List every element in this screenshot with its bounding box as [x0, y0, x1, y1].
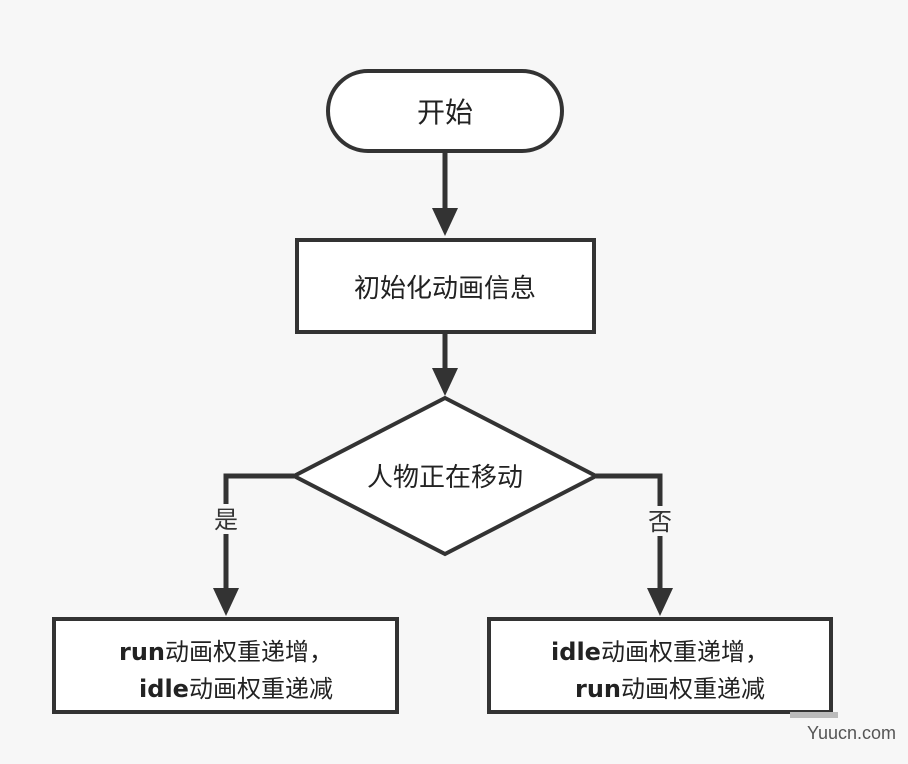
- right-line2-code: run: [575, 675, 621, 703]
- left-result-line2: idle动画权重递减: [139, 675, 333, 703]
- decision-node: [289, 395, 601, 557]
- start-node-label: 开始: [417, 96, 473, 129]
- arrowhead-init-to-decision: [432, 368, 458, 396]
- no-label-bg: [644, 506, 676, 536]
- edge-decision-to-left: [223, 473, 294, 590]
- left-line2-text: 动画权重递减: [189, 675, 333, 703]
- right-result-line2: run动画权重递减: [575, 675, 765, 703]
- init-process-node: [295, 238, 596, 334]
- right-result-node: [487, 617, 833, 714]
- decision-node-label: 人物正在移动: [367, 463, 523, 493]
- left-result-node: [52, 617, 399, 714]
- watermark-text: Yuucn.com: [806, 723, 896, 743]
- right-line2-text: 动画权重递减: [621, 675, 765, 703]
- no-label: 否: [648, 508, 672, 536]
- left-line1-code: run: [119, 638, 165, 666]
- left-result-line1: run动画权重递增，: [119, 638, 333, 666]
- right-line1-text: 动画权重递增，: [601, 638, 769, 666]
- edge-decision-to-right: [596, 473, 663, 590]
- init-process-label: 初始化动画信息: [354, 274, 536, 304]
- yes-label: 是: [214, 506, 238, 534]
- yes-label-bg: [210, 504, 242, 534]
- watermark-bar: [790, 712, 838, 718]
- arrowhead-decision-to-left: [213, 588, 239, 616]
- arrowhead-start-to-init: [432, 208, 458, 236]
- left-line2-code: idle: [139, 675, 189, 703]
- arrowhead-decision-to-right: [647, 588, 673, 616]
- right-result-line1: idle动画权重递增，: [551, 638, 769, 666]
- right-line1-code: idle: [551, 638, 601, 666]
- left-line1-text: 动画权重递增，: [165, 638, 333, 666]
